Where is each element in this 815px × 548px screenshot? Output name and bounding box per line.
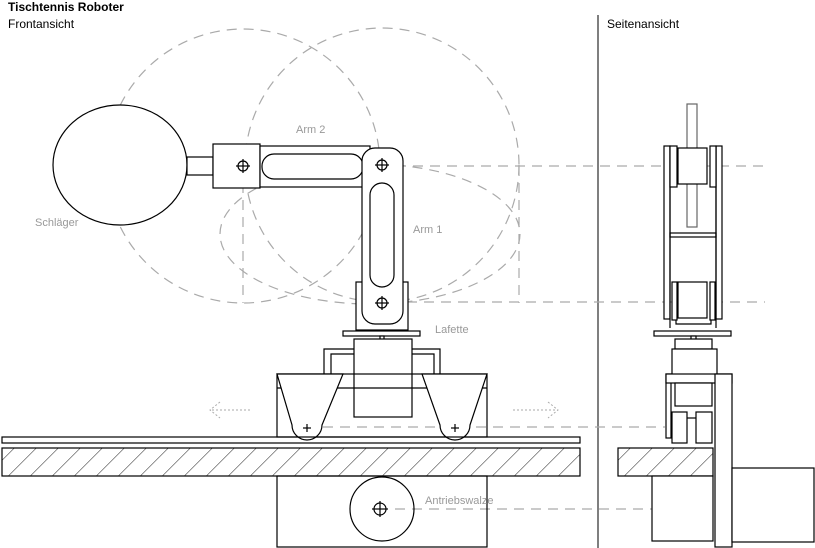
mount-label: Lafette bbox=[435, 324, 469, 336]
move-right-arrow bbox=[513, 401, 559, 419]
motor bbox=[353, 338, 413, 418]
funnel-left bbox=[276, 373, 344, 441]
drive-box bbox=[276, 475, 488, 548]
arm2-label: Arm 2 bbox=[296, 124, 326, 136]
racket-handle bbox=[186, 156, 214, 176]
front-view bbox=[1, 104, 581, 548]
drive-roller bbox=[349, 476, 415, 542]
rail-top bbox=[1, 436, 581, 444]
arm2 bbox=[259, 145, 371, 188]
move-left-arrow bbox=[209, 401, 252, 419]
page-title: Tischtennis Roboter bbox=[8, 0, 124, 14]
racket bbox=[52, 104, 188, 226]
side-view-label: Seitenansicht bbox=[607, 17, 680, 31]
racket-label: Schläger bbox=[35, 217, 79, 229]
side-view bbox=[617, 103, 815, 548]
pivot-icon bbox=[236, 158, 389, 310]
drive-roller-label: Antriebswalze bbox=[425, 495, 494, 507]
arm1-label: Arm 1 bbox=[413, 224, 443, 236]
side-motor bbox=[731, 467, 815, 543]
arm1-slot bbox=[369, 182, 395, 288]
funnel-right bbox=[421, 373, 488, 441]
mount-plate bbox=[342, 330, 421, 337]
front-view-label: Frontansicht bbox=[8, 17, 75, 31]
